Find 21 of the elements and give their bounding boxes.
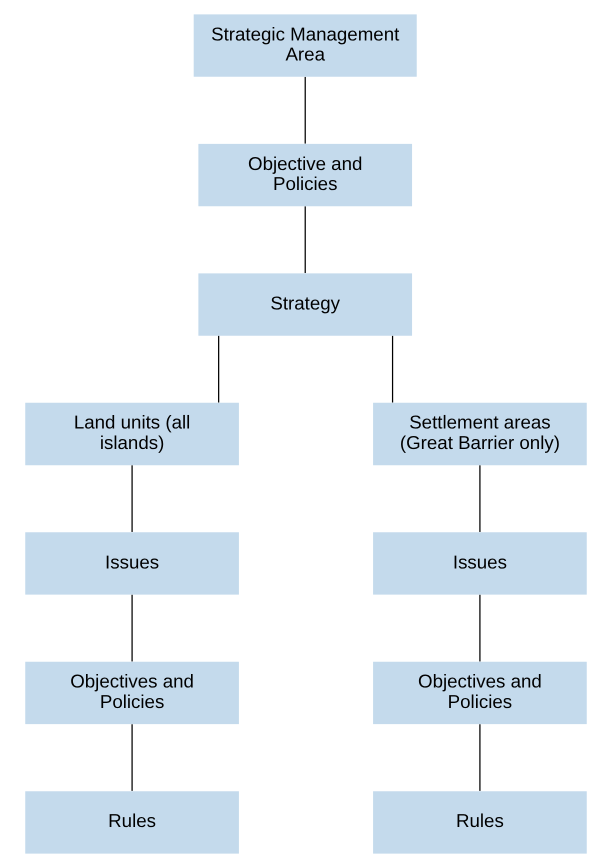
node-box: Strategy bbox=[198, 273, 412, 336]
connector bbox=[131, 724, 133, 791]
node-box: Land units (all islands) bbox=[25, 402, 239, 466]
node-box: Objectives and Policies bbox=[25, 662, 239, 724]
connector bbox=[479, 724, 481, 791]
connector bbox=[304, 76, 306, 144]
node-box: Objectives and Policies bbox=[373, 662, 587, 724]
connector bbox=[218, 336, 220, 402]
node-box: Issues bbox=[25, 532, 239, 595]
node-box: Rules bbox=[373, 791, 587, 854]
node-box: Objective and Policies bbox=[198, 144, 412, 206]
connector bbox=[392, 336, 394, 402]
node-box: Settlement areas (Great Barrier only) bbox=[373, 402, 587, 466]
connector bbox=[479, 465, 481, 532]
node-box: Strategic Management Area bbox=[194, 14, 417, 77]
node-box: Issues bbox=[373, 532, 587, 595]
node-box: Rules bbox=[25, 791, 239, 854]
connector bbox=[304, 206, 306, 274]
connector bbox=[479, 594, 481, 662]
connector bbox=[131, 465, 133, 532]
connector bbox=[131, 594, 133, 662]
